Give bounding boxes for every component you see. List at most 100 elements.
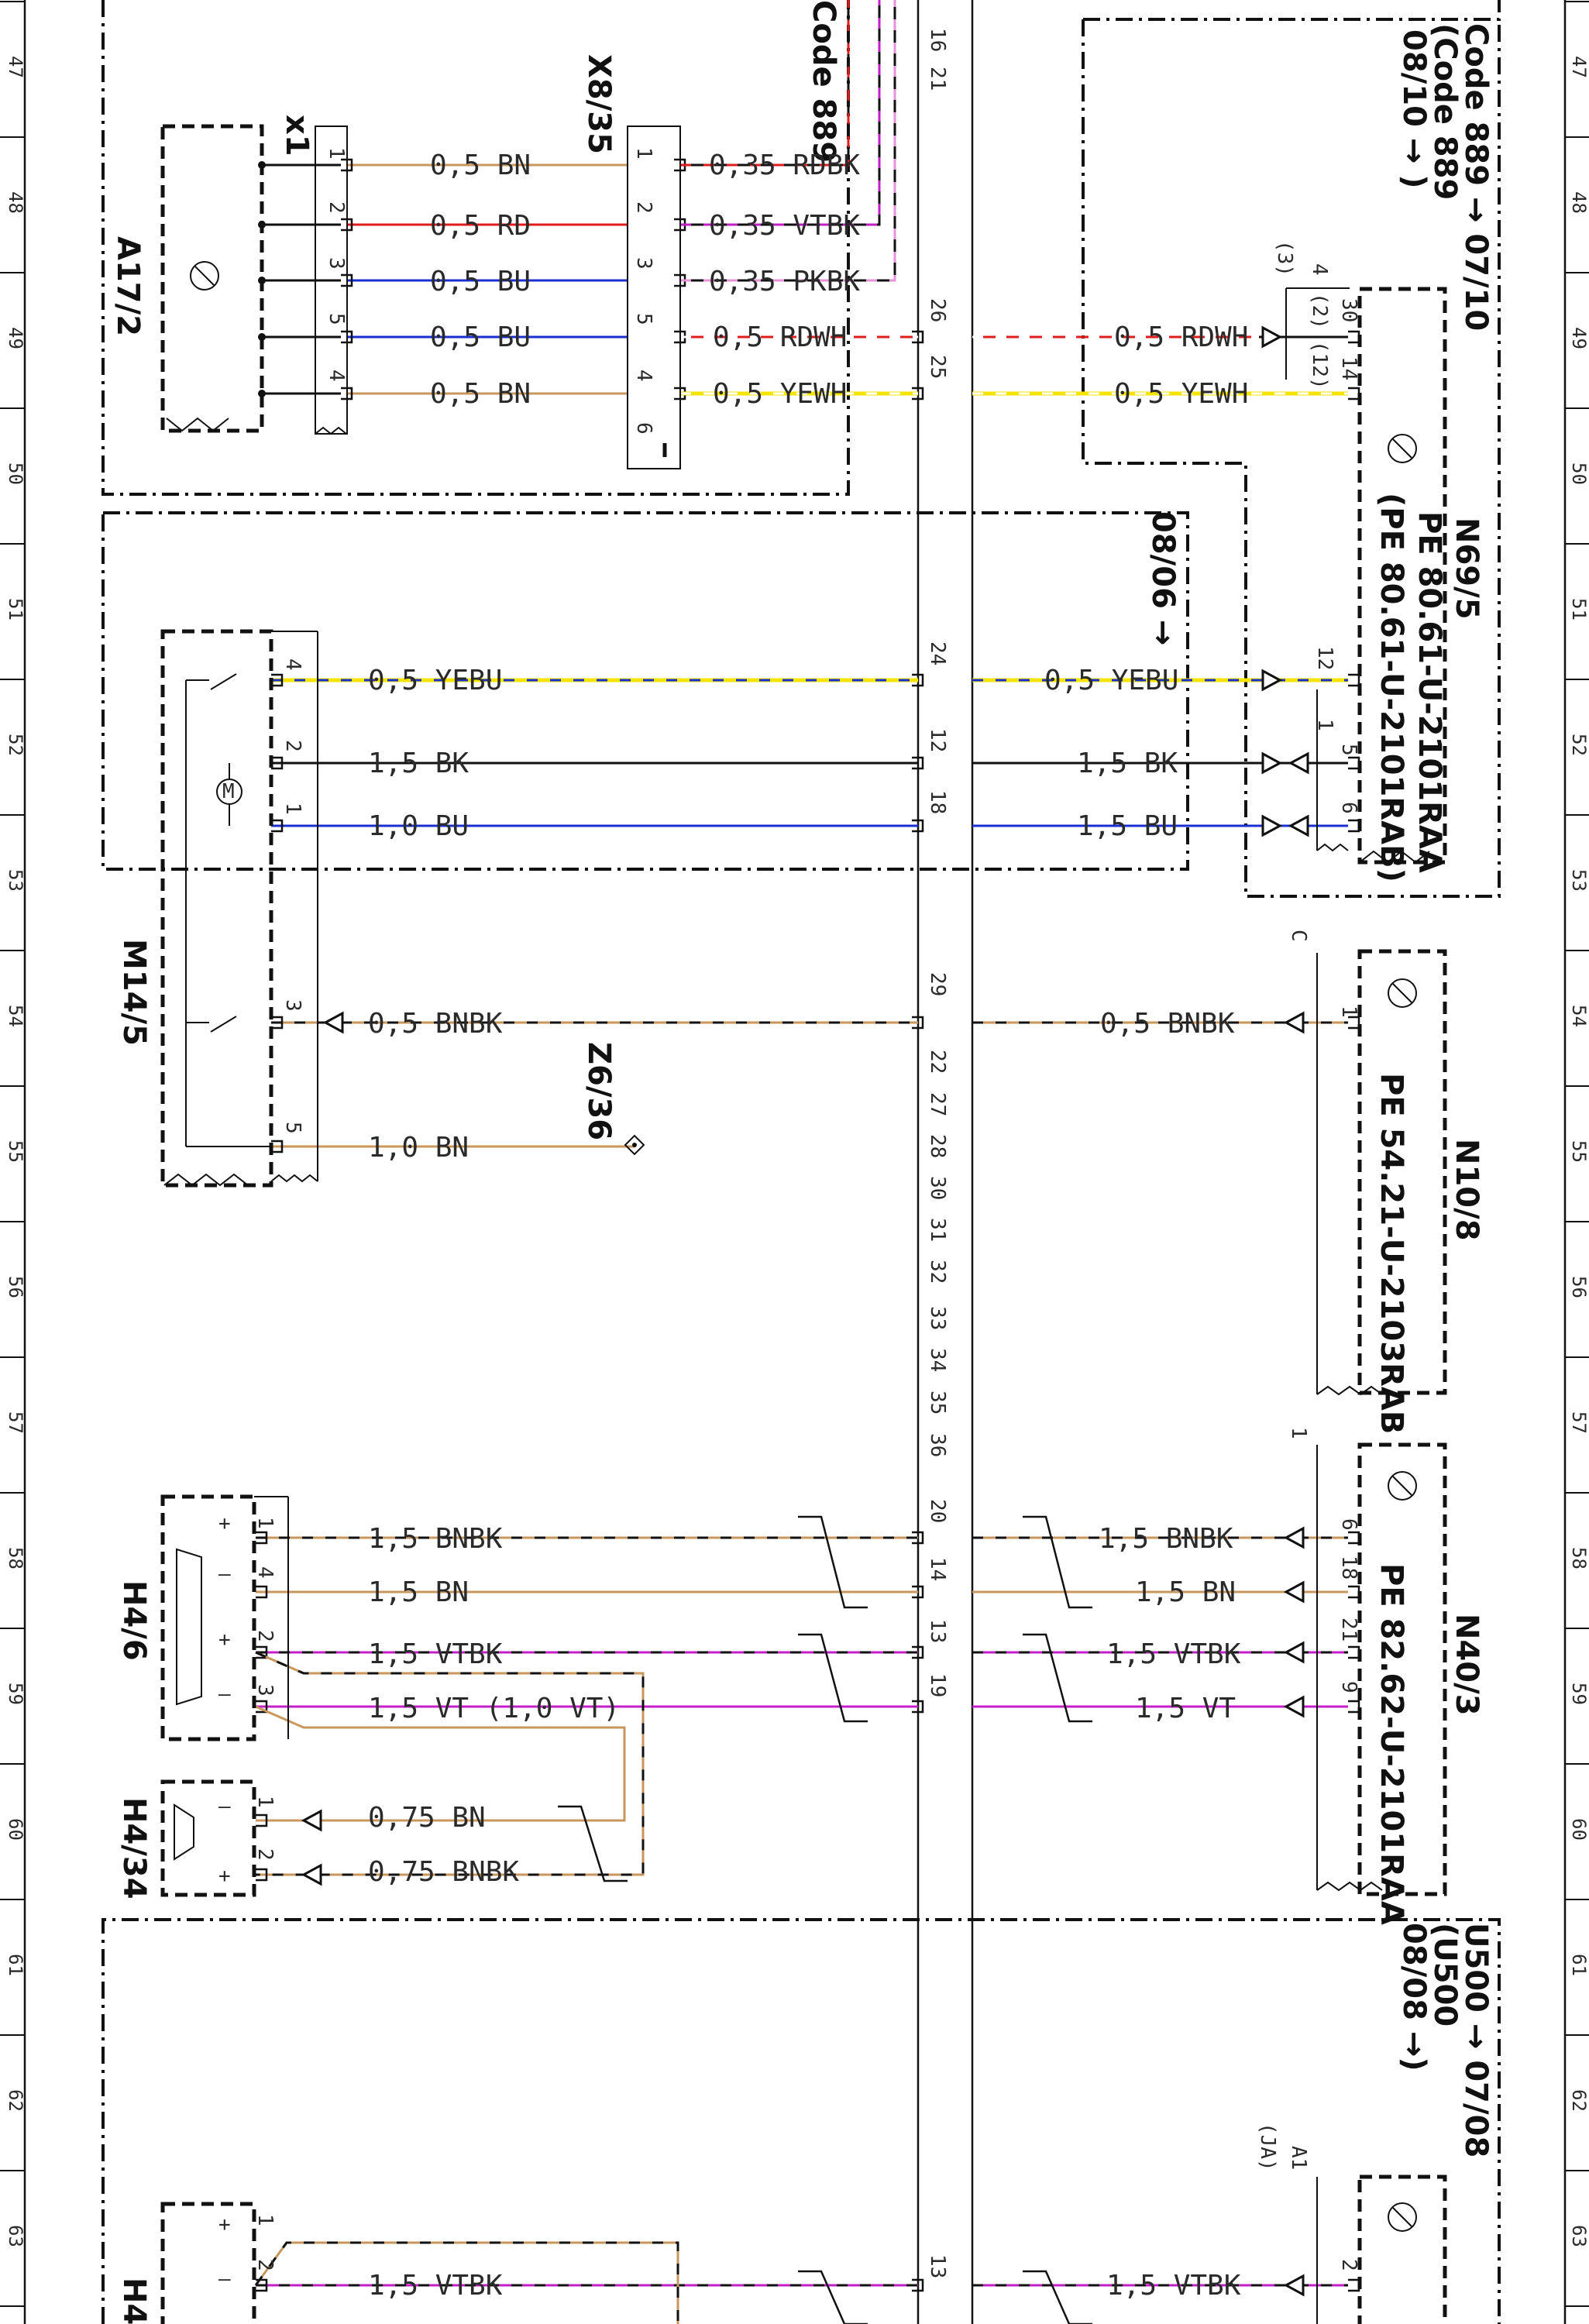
wire-label: 1,5 BN [368,1576,469,1608]
pin-terminal [1348,673,1360,687]
connector-arrow-icon [1283,1580,1305,1604]
wire-label: 0,5 BN [430,378,531,410]
twisted-pair-marker [1023,1633,1092,1723]
pin-number: (12) [1308,341,1331,390]
pin-number: 9 [1337,1681,1360,1693]
pin-terminal [912,1016,924,1030]
grid-number: 52 [5,734,26,756]
twisted-pair-marker [798,2270,868,2324]
wire-label: 0,5 RD [430,210,531,242]
pin-number: 28 [926,1134,949,1158]
svg-text:+: + [218,1865,231,1888]
grid-number: 61 [1568,1954,1589,1976]
grid-number: 63 [5,2225,26,2247]
wire-label: 0,35 PKBK [709,266,860,297]
pin-number: (3) [1273,240,1296,277]
note-code-889-right-3: 08/10 → ) [1396,29,1432,189]
note-08-06: 08/06 → [1145,511,1181,645]
grid-number: 52 [1568,734,1589,756]
grid-number: 55 [5,1140,26,1163]
connector-arrow-icon [1283,2274,1305,2297]
label-a17-2: A17/2 [110,236,146,336]
pin-terminal [271,673,284,687]
pin-number: 1 [253,1517,277,1529]
pin-terminal [256,1531,268,1545]
label-n40-3: N40/3 [1449,1614,1484,1716]
connector-arrow-icon [1283,1695,1305,1718]
pin-number: 34 [926,1348,949,1372]
pin-number: 1 [253,2214,277,2226]
component-n40-3 [1316,1442,1447,1896]
wire-label: 0,5 YEBU [1044,665,1178,696]
pin-number: 1 [632,147,655,160]
pin-number: 1 [281,803,304,815]
component-h4-6: + – + – [160,1494,289,1741]
pin-number: 3 [632,257,655,270]
wire-label: 1,5 BK [1077,748,1178,779]
pin-number: 35 [926,1391,949,1415]
note-code-889-right-1: Code 889 → 07/10 [1458,23,1494,331]
wire-label: 0,75 BN [368,1802,486,1834]
grid-number: 56 [1568,1276,1589,1298]
wire-label: 0,5 BU [430,321,531,353]
svg-text:+: + [218,1512,231,1535]
pin-number: 2 [253,1848,277,1861]
label-n40-3-pe: PE 82.62-U-2101RAA [1374,1563,1409,1925]
pin-number: 2 [253,1630,277,1642]
label-n10-8: N10/8 [1449,1139,1484,1241]
grid-number: 54 [1568,1005,1589,1027]
pin-number: 3 [253,1684,277,1697]
pin-number: 26 [926,298,949,322]
grid-number: 61 [5,1954,26,1976]
grid-number: 59 [5,1683,26,1705]
pin-number: 19 [926,1673,949,1697]
pin-number: 14 [926,1557,949,1581]
wire-label: 1,5 VTBK [1106,2270,1241,2302]
connector-arrow-icon [301,1863,322,1886]
grid-number: 48 [1568,191,1589,214]
pin-terminal [912,1700,924,1714]
grid-number: 51 [5,598,26,621]
grid-number: 53 [5,869,26,892]
component-m14-5: M [160,629,318,1188]
grid-number: 62 [5,2089,26,2112]
pin-number: 6 [632,422,655,435]
component-h4-bottom: + – [160,2202,256,2324]
pin-number: 30 [1337,298,1360,322]
pin-terminal [1348,756,1360,770]
wire-label: 1,5 BU [1077,810,1178,842]
label-x1: x1 [279,115,315,156]
grid-number: 49 [1568,327,1589,349]
label-z6-36: Z6/36 [581,1042,617,1140]
grid-number: 57 [5,1411,26,1434]
pin-numbers: 1 2 3 5 4 1 2 3 5 4 6 16 21 26 25 24 12 … [253,28,1360,2278]
connector-arrow-icon [1283,1641,1305,1664]
grid-number: 50 [1568,462,1589,485]
pin-number: 1 [253,1796,277,1808]
wire-labels: 0,5 BN 0,5 RD 0,5 BU 0,5 BU 0,5 BN 0,35 … [368,150,1248,2302]
wire-label: 1,5 VT (1,0 VT) [368,1693,620,1724]
connector-arrow-icon [1283,1526,1305,1549]
splice-z6-36-icon [624,1134,645,1156]
pin-terminal [271,1140,284,1153]
pin-terminal [256,2278,268,2292]
note-code-889-right-2: (Code 889 [1427,23,1463,200]
pin-terminal [1348,1645,1360,1659]
wire-label: 0,5 RDWH [1114,321,1248,353]
grid-number: 60 [1568,1818,1589,1841]
pin-number: 5 [325,313,348,325]
wire-x8-pkbk [680,0,896,282]
pin-terminal [1348,2278,1360,2292]
wire-label: 0,35 VTBK [709,210,860,242]
pin-terminal [1348,1700,1360,1714]
pin-terminal [256,1868,268,1882]
wire-label: 0,5 RDWH [713,321,847,353]
component-n69-5 [1285,287,1447,865]
wire-label: 0,35 RDBK [709,150,860,181]
grid-number: 58 [5,1547,26,1569]
pin-number: 4 [325,370,348,382]
pin-number: 27 [926,1092,949,1116]
pin-number: 5 [1337,744,1360,756]
grid-number: 57 [1568,1411,1589,1434]
pin-terminal [1348,330,1360,344]
